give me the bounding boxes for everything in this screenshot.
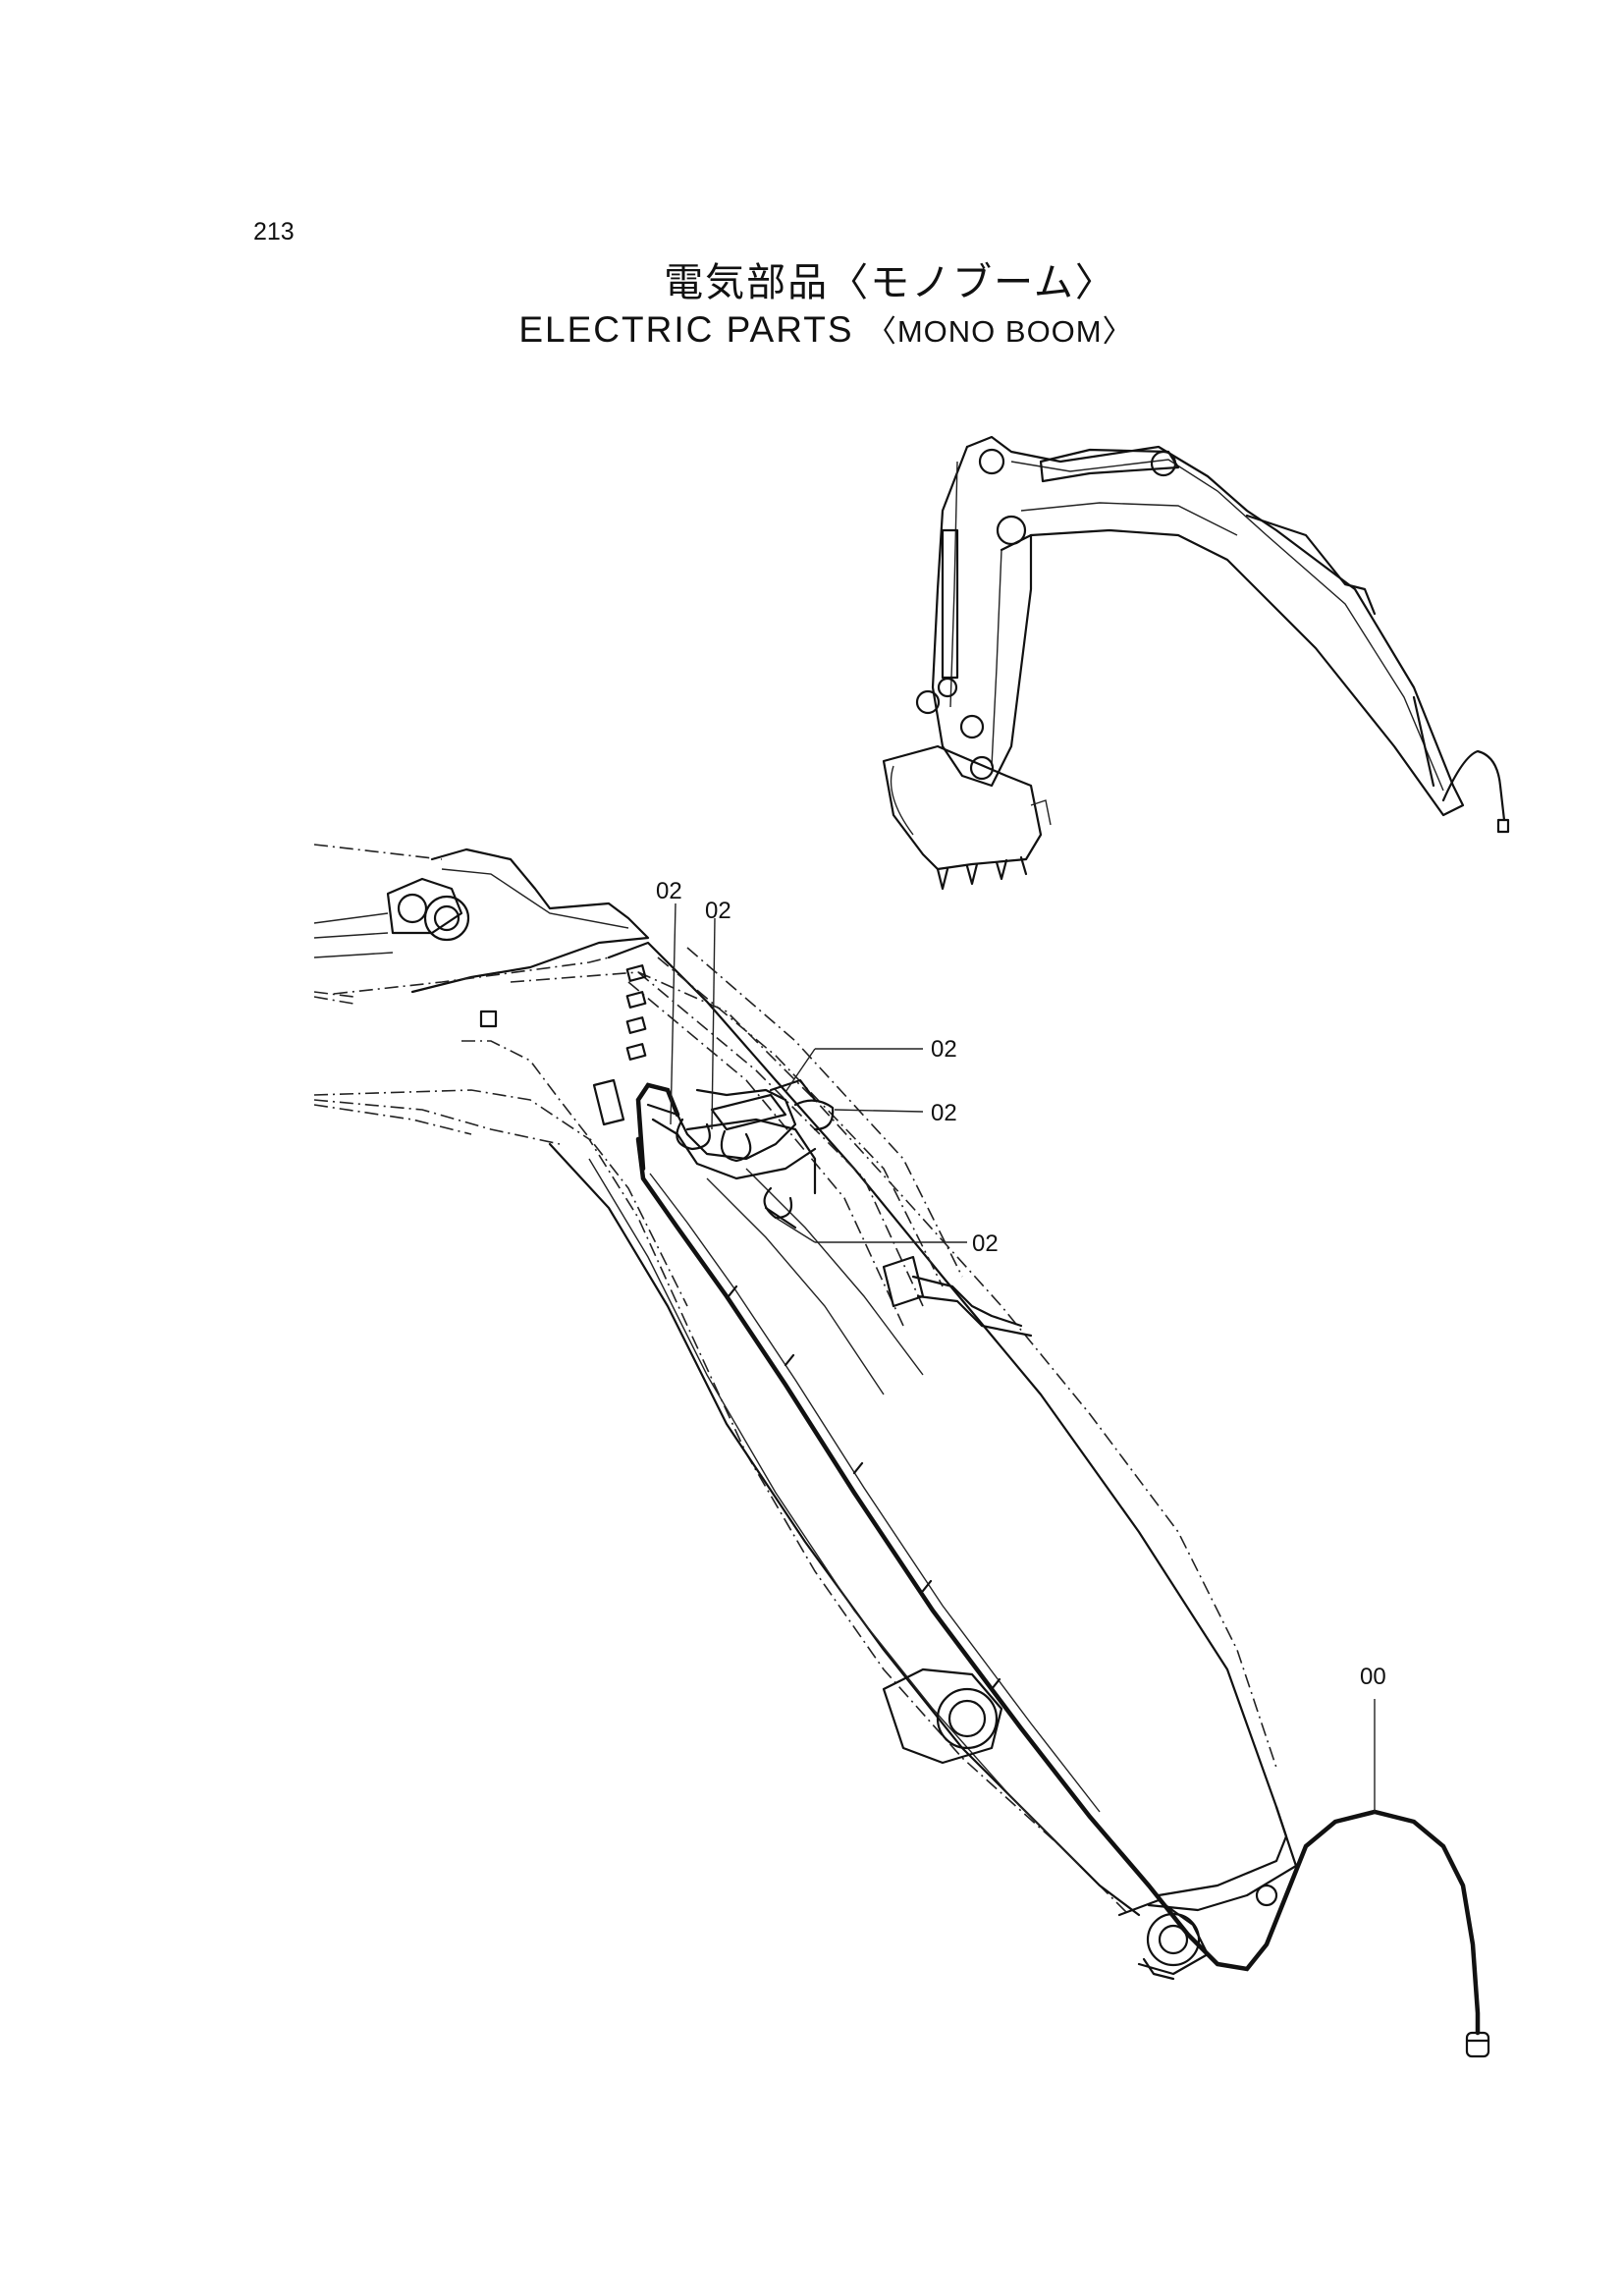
callout-label: 02 [972,1230,999,1257]
main-boom-detail [313,844,1490,2058]
callout-label: 02 [656,878,682,904]
inset-excavator-arm [882,435,1510,891]
callout-label: 02 [931,1036,957,1063]
callout-label: 02 [931,1100,957,1126]
title-jp-sub: 〈モノブーム〉 [829,260,1116,305]
callout-label: 00 [1360,1664,1386,1690]
title-jp-main: 電気部品 [664,260,830,305]
page-number: 213 [253,218,295,246]
title-en-main: ELECTRIC PARTS [518,309,854,350]
pipe-fittings [479,964,647,1126]
title-en-sub: 〈MONO BOOM〉 [865,314,1134,349]
title-japanese: 電気部品〈モノブーム〉 [0,250,1623,307]
clamp-bracket-group [646,1078,1033,1338]
title-english: ELECTRIC PARTS 〈MONO BOOM〉 [0,306,1623,351]
callout-label: 02 [705,898,731,924]
callout-leaders [670,902,1376,1812]
